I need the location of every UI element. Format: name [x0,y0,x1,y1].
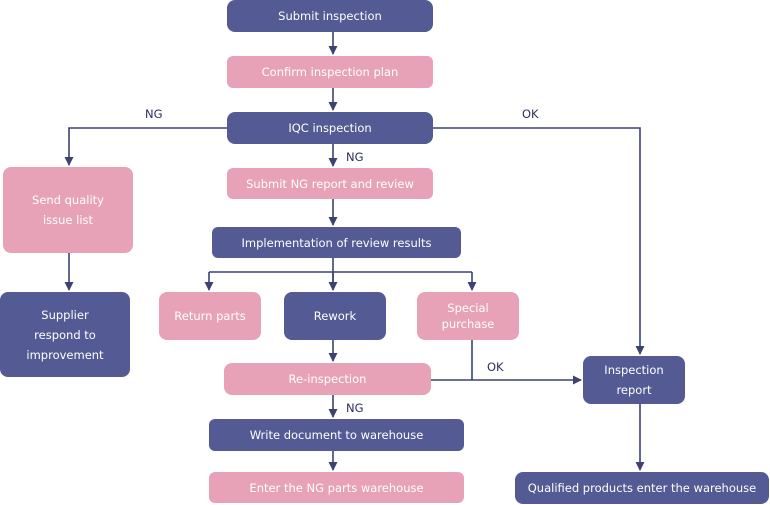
edge-iqc-to-send-quality [64,127,228,166]
edge-label-iqc-ng-left: NG [145,107,163,121]
node-confirm-inspection-plan: Confirm inspection plan [227,56,433,88]
node-implementation-of-review-results: Implementation of review results [212,227,461,258]
node-send-quality-issue-list: Send quality issue list [3,167,133,253]
node-special-purchase: Special purchase [417,292,519,340]
node-return-parts: Return parts [159,292,261,340]
node-submit-ng-report: Submit NG report and review [227,168,433,199]
edge-label-reinspection-ok: OK [487,360,504,374]
edge-label-iqc-ng-down: NG [346,150,364,164]
node-re-inspection: Re-inspection [224,363,431,395]
edge-label-iqc-ok-right: OK [522,107,539,121]
edge-label-reinspection-ng: NG [346,401,364,415]
node-rework: Rework [284,292,386,340]
node-enter-ng-parts-warehouse: Enter the NG parts warehouse [209,472,464,503]
node-iqc-inspection: IQC inspection [227,112,433,144]
node-submit-inspection: Submit inspection [227,0,433,32]
node-write-document-to-warehouse: Write document to warehouse [209,419,464,451]
node-qualified-products-warehouse: Qualified products enter the warehouse [515,472,769,504]
node-supplier-respond: Supplier respond to improvement [0,292,130,377]
edge-iqc-to-inspection-report [433,127,645,355]
node-inspection-report: Inspection report [583,356,685,404]
